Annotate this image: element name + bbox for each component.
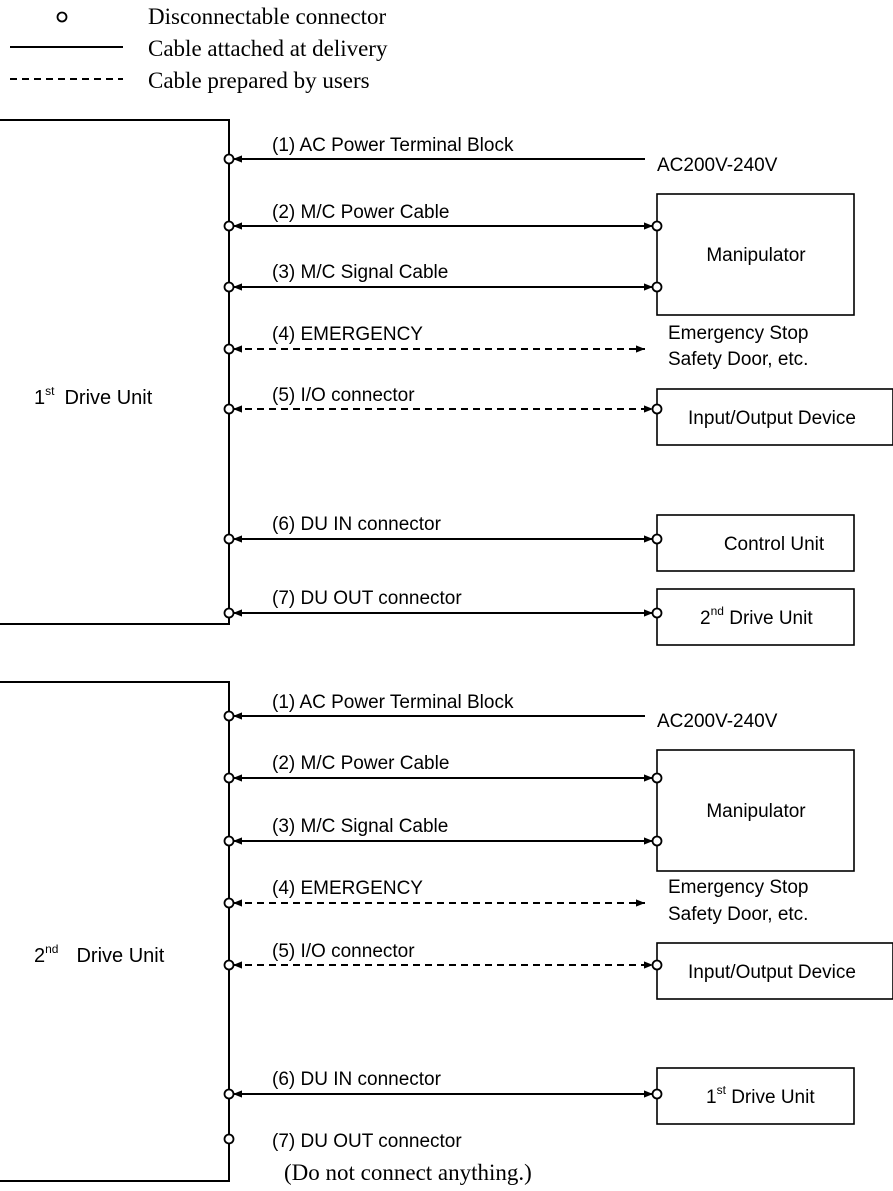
unit1-cable-1-connector-icon <box>223 153 235 165</box>
legend-dashed-label: Cable prepared by users <box>148 68 370 93</box>
unit1-io-device-box <box>656 388 893 446</box>
unit2-cable-6-connector-right-icon <box>651 1088 663 1100</box>
unit2-cable-1-connector-icon <box>223 710 235 722</box>
unit2-cable-5-connector-left-icon <box>223 959 235 971</box>
unit1-manipulator-box <box>656 193 855 316</box>
unit1-cable-4-connector-icon <box>223 343 235 355</box>
unit1-cable-7-connector-left-icon <box>223 607 235 619</box>
unit1-cable-3-connector-left-icon <box>223 281 235 293</box>
unit2-manipulator-box <box>656 749 855 872</box>
unit2-emergency-line2: Safety Door, etc. <box>668 904 808 925</box>
unit1-cable-2-label: (2) M/C Power Cable <box>272 202 449 223</box>
unit2-cable-5-label: (5) I/O connector <box>272 941 415 962</box>
unit1-ac-source: AC200V-240V <box>657 155 778 176</box>
unit1-cable-7-label: (7) DU OUT connector <box>272 588 462 609</box>
unit1-cable-5-connector-left-icon <box>223 403 235 415</box>
unit2-cable-2-connector-right-icon <box>651 772 663 784</box>
unit2-cable-6-connector-left-icon <box>223 1088 235 1100</box>
unit1-cable-2-connector-left-icon <box>223 220 235 232</box>
unit2-cable-3-connector-left-icon <box>223 835 235 847</box>
unit2-du-out-note: (Do not connect anything.) <box>284 1160 532 1185</box>
unit2-du-in-target-box <box>656 1067 855 1125</box>
unit1-cable-6-connector-right-icon <box>651 533 663 545</box>
unit1-du-out-target-label: 2nd Drive Unit <box>700 604 813 629</box>
unit1-emergency-line1: Emergency Stop <box>668 323 808 344</box>
legend-solid-label: Cable attached at delivery <box>148 36 388 61</box>
unit2-cable-5-connector-right-icon <box>651 959 663 971</box>
unit2-manipulator-label: Manipulator <box>706 801 806 822</box>
unit1-cable-4-label: (4) EMERGENCY <box>272 324 423 345</box>
unit1-io-device-label: Input/Output Device <box>688 408 856 429</box>
unit1-du-out-target-box <box>656 588 855 646</box>
unit2-cable-2-connector-left-icon <box>223 772 235 784</box>
legend: Disconnectable connector Cable attached … <box>10 4 388 93</box>
drive-unit-2-box <box>0 681 230 1182</box>
unit2-cable-6-label: (6) DU IN connector <box>272 1069 442 1090</box>
unit2-io-device-box <box>656 942 893 1000</box>
unit1-cable-2-connector-right-icon <box>651 220 663 232</box>
unit2-du-in-target-label: 1st Drive Unit <box>706 1083 815 1108</box>
unit2-cable-1-label: (1) AC Power Terminal Block <box>272 692 514 713</box>
legend-connector-icon <box>56 11 68 23</box>
unit1-manipulator-label: Manipulator <box>706 245 806 266</box>
unit1-cable-6-connector-left-icon <box>223 533 235 545</box>
unit1-cable-7-connector-right-icon <box>651 607 663 619</box>
unit2-emergency-line1: Emergency Stop <box>668 877 808 898</box>
unit1-emergency-line2: Safety Door, etc. <box>668 349 808 370</box>
unit2-cable-7-label: (7) DU OUT connector <box>272 1131 462 1152</box>
legend-connector-label: Disconnectable connector <box>148 4 387 29</box>
unit1-cable-3-connector-right-icon <box>651 281 663 293</box>
unit2-cable-4-label: (4) EMERGENCY <box>272 878 423 899</box>
unit2-ac-source: AC200V-240V <box>657 711 778 732</box>
unit2-cable-7-connector-icon <box>223 1133 235 1145</box>
unit1-cable-1-label: (1) AC Power Terminal Block <box>272 135 514 156</box>
unit1-cable-3-label: (3) M/C Signal Cable <box>272 262 448 283</box>
drive-unit-1-box <box>0 119 230 625</box>
unit1-cable-6-label: (6) DU IN connector <box>272 514 442 535</box>
unit2-cable-4-connector-icon <box>223 897 235 909</box>
unit2-cable-3-label: (3) M/C Signal Cable <box>272 816 448 837</box>
unit1-control-unit-label: Control Unit <box>724 534 825 555</box>
unit2-cable-2-label: (2) M/C Power Cable <box>272 753 449 774</box>
unit1-cable-5-connector-right-icon <box>651 403 663 415</box>
unit2-io-device-label: Input/Output Device <box>688 962 856 983</box>
unit1-cable-5-label: (5) I/O connector <box>272 385 415 406</box>
unit2-cable-3-connector-right-icon <box>651 835 663 847</box>
unit1-control-unit-box <box>656 514 855 572</box>
